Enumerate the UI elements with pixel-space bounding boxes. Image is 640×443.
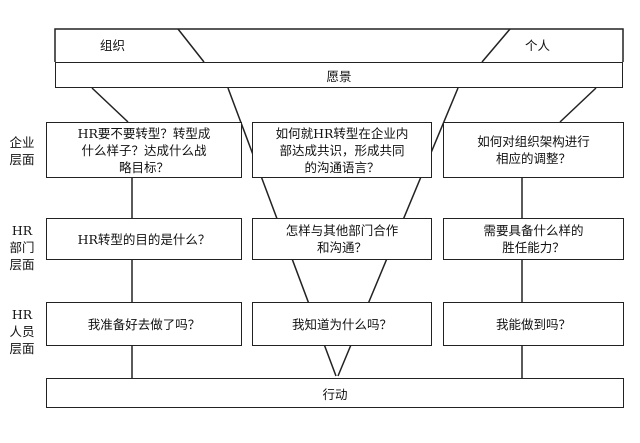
outer-left-diagonal: [91, 87, 129, 123]
cell-enterprise-2: 如何就HR转型在企业内 部达成共识，形成共同 的沟通语言？: [252, 122, 432, 178]
vision-bar: 愿景: [55, 62, 623, 88]
cell-department-2: 怎样与其他部门合作 和沟通？: [252, 218, 432, 260]
outer-right-diagonal: [559, 87, 597, 123]
cell-staff-2: 我知道为什么吗？: [252, 302, 432, 346]
cell-staff-3: 我能做到吗？: [443, 302, 624, 346]
level-label-hr-department: HR 部门 层面: [9, 223, 35, 272]
vision-label: 愿景: [326, 68, 352, 84]
level-label-enterprise: 企业 层面: [9, 135, 35, 167]
funnel-left-top: [177, 28, 205, 63]
cell-enterprise-3: 如何对组织架构进行 相应的调整？: [443, 122, 624, 178]
funnel-right-top: [481, 28, 511, 63]
cell-staff-1: 我准备好去做了吗？: [46, 302, 242, 346]
level-label-hr-staff: HR 人员 层面: [9, 307, 35, 356]
org-label: 组织: [100, 38, 126, 53]
cell-department-1: HR转型的目的是什么？: [46, 218, 242, 260]
person-label: 个人: [525, 38, 551, 53]
action-label: 行动: [322, 386, 348, 402]
action-bar: 行动: [46, 378, 624, 408]
header-band-outline: [54, 28, 624, 62]
cell-enterprise-1: HR要不要转型？转型成 什么样子？达成什么战 略目标？: [46, 122, 242, 178]
cell-department-3: 需要具备什么样的 胜任能力？: [443, 218, 624, 260]
